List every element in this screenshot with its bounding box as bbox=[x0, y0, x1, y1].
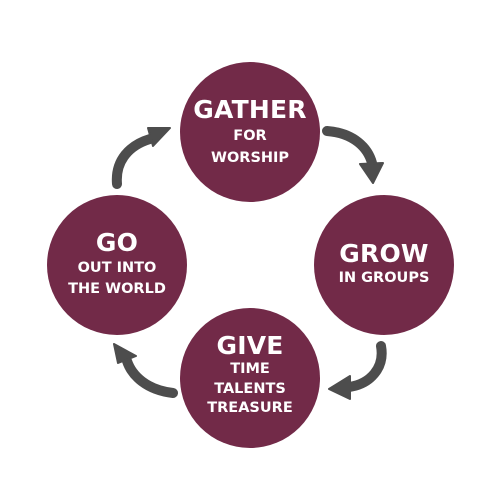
node-subtitle-line: TREASURE bbox=[207, 400, 293, 417]
node-give: GIVE TIME TALENTS TREASURE bbox=[180, 308, 320, 448]
node-title: GO bbox=[95, 228, 139, 258]
node-subtitle-line: WORSHIP bbox=[210, 150, 290, 167]
node-go: GO OUT INTO THE WORLD bbox=[47, 195, 187, 335]
arrow-head bbox=[147, 127, 171, 147]
node-subtitle-line: IN GROUPS bbox=[338, 270, 430, 287]
curved-arrow-icon bbox=[111, 134, 155, 189]
node-subtitle-line: FOR bbox=[233, 127, 267, 144]
node-subtitle-line: OUT INTO bbox=[77, 259, 157, 276]
curved-arrow-icon bbox=[122, 356, 178, 398]
node-gather: GATHER FOR WORSHIP bbox=[180, 62, 320, 202]
arrow-head bbox=[328, 375, 351, 400]
node-title: GATHER bbox=[193, 95, 307, 125]
arrow-go-to-gather bbox=[111, 127, 171, 189]
node-grow: GROW IN GROUPS bbox=[314, 195, 454, 335]
node-subtitle-line: THE WORLD bbox=[68, 281, 166, 298]
arrow-gather-to-grow bbox=[322, 126, 384, 184]
arrow-give-to-go bbox=[113, 343, 178, 398]
node-title: GROW bbox=[339, 239, 429, 269]
arrow-head bbox=[359, 162, 384, 184]
arrow-grow-to-give bbox=[328, 341, 387, 400]
node-subtitle-line: TALENTS bbox=[214, 380, 286, 397]
node-subtitle-line: TIME bbox=[230, 361, 270, 378]
arrow-head bbox=[113, 343, 137, 364]
curved-arrow-icon bbox=[322, 126, 377, 168]
node-title: GIVE bbox=[216, 331, 284, 361]
curved-arrow-icon bbox=[344, 341, 387, 392]
